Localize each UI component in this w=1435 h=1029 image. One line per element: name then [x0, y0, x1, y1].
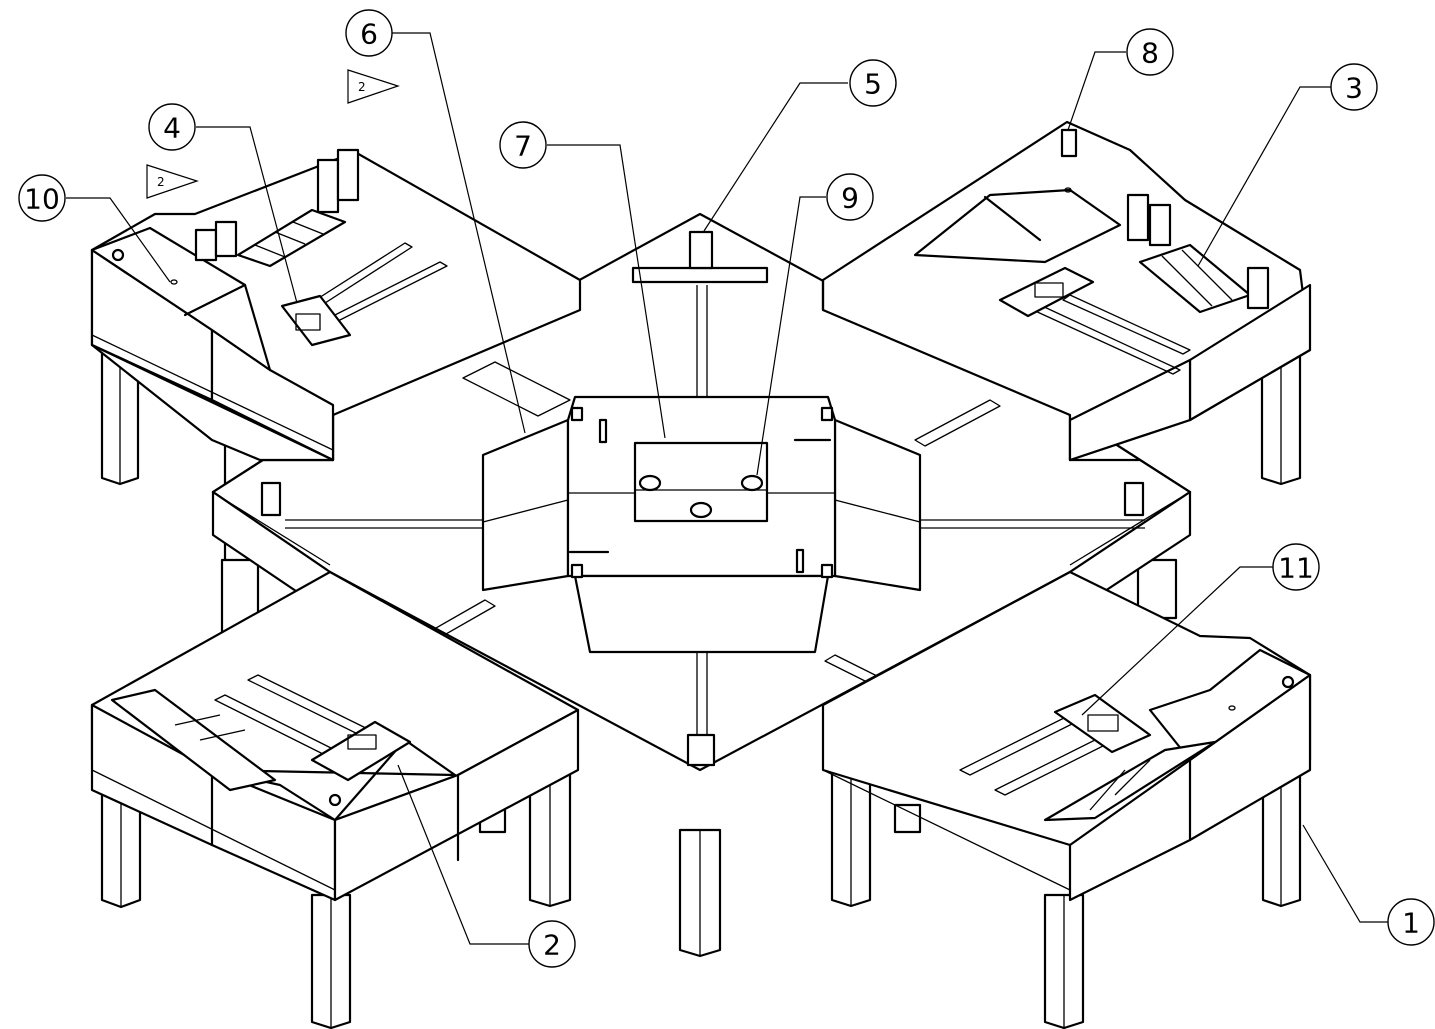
callout-7-label: 7 — [514, 130, 532, 163]
leader-lines — [66, 32, 1388, 945]
revision-flags: 2 2 — [146, 69, 400, 199]
callout-3-label: 3 — [1345, 72, 1363, 105]
leader-9 — [756, 196, 826, 476]
leader-5 — [703, 82, 848, 232]
callout-1-label: 1 — [1402, 907, 1420, 940]
leader-1 — [1302, 824, 1388, 923]
callout-4-label: 4 — [163, 112, 181, 145]
revision-flag-a: 2 — [347, 69, 400, 104]
revision-flag-a-label: 2 — [358, 80, 366, 94]
leader-3 — [1197, 86, 1331, 267]
callout-11-label: 11 — [1278, 552, 1314, 585]
leader-11 — [1081, 566, 1273, 716]
callout-2: 2 — [528, 920, 576, 968]
callout-8: 8 — [1126, 28, 1174, 76]
leader-6 — [392, 32, 526, 434]
callout-2-label: 2 — [543, 929, 561, 962]
station-back-right — [821, 120, 1312, 462]
leader-7 — [547, 144, 666, 439]
callout-10-label: 10 — [24, 183, 60, 216]
callout-9: 9 — [826, 173, 874, 221]
callout-4: 4 — [148, 103, 196, 151]
revision-flag-b-label: 2 — [157, 175, 165, 189]
callout-1: 1 — [1387, 898, 1435, 946]
callout-5-label: 5 — [864, 68, 882, 101]
station-front-right — [821, 570, 1312, 902]
station-back-left — [90, 148, 582, 462]
leader-4 — [196, 126, 298, 304]
callout-10: 10 — [18, 174, 66, 222]
callout-7: 7 — [499, 121, 547, 169]
callout-11: 11 — [1272, 543, 1320, 591]
station-front-left — [90, 570, 580, 902]
callout-8-label: 8 — [1141, 37, 1159, 70]
callout-6-label: 6 — [360, 18, 378, 51]
callout-bubbles: 1 2 3 4 5 6 7 8 — [18, 9, 1435, 968]
leader-2 — [397, 764, 529, 945]
leader-8 — [1067, 51, 1126, 131]
leader-10 — [66, 197, 171, 283]
central-hub — [481, 395, 922, 654]
revision-flag-b: 2 — [146, 164, 199, 199]
callout-9-label: 9 — [841, 182, 859, 215]
callout-3: 3 — [1330, 63, 1378, 111]
callout-6: 6 — [345, 9, 393, 57]
callout-5: 5 — [849, 59, 897, 107]
